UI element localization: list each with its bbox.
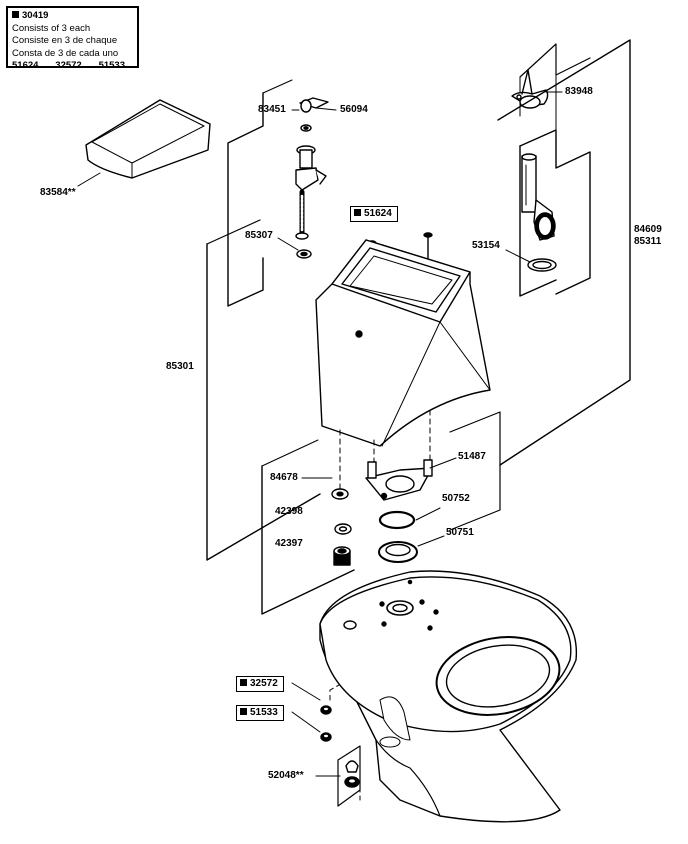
nut-32572: [320, 705, 332, 715]
label-51533: 51533: [236, 705, 284, 721]
flush-valve-part: [521, 153, 557, 272]
kit-line-es: Consta de 3 de cada uno: [12, 47, 119, 59]
label-85311: 85311: [634, 236, 662, 247]
gasket-50751: [378, 541, 418, 563]
label-84609: 84609: [634, 224, 662, 235]
flapper-part: [511, 69, 549, 109]
label-85301: 85301: [166, 361, 194, 372]
gasket-group-bracket: [261, 465, 355, 615]
label-42397: 42397: [275, 538, 303, 549]
kit-marker-icon: [240, 708, 247, 715]
toilet-bowl: [319, 570, 578, 823]
label-85307: 85307: [245, 230, 273, 241]
bolt-cap-part: [344, 760, 360, 788]
kit-marker-icon: [12, 11, 19, 18]
label-83948: 83948: [565, 86, 593, 97]
label-52048: 52048**: [268, 770, 304, 781]
label-50751: 50751: [446, 527, 474, 538]
label-83584: 83584**: [40, 187, 76, 198]
fill-valve-bracket: [227, 79, 293, 307]
nut-51533: [320, 732, 332, 742]
fill-valve-part: [295, 145, 327, 259]
label-84678: 84678: [270, 472, 298, 483]
nut-42397: [333, 546, 351, 566]
kit-part-1: 51624: [12, 60, 39, 71]
kit-marker-icon: [240, 679, 247, 686]
label-83451: 83451: [258, 104, 286, 115]
tank-assembly-bracket: [497, 39, 631, 466]
trip-lever-part: [299, 97, 329, 132]
label-42398: 42398: [275, 506, 303, 517]
bowl-assembly-bracket: [206, 219, 261, 245]
kit-number: 30419: [22, 10, 49, 21]
tank-body: [315, 239, 491, 447]
kit-part-2: 32572: [55, 60, 82, 71]
label-32572: 32572: [236, 676, 284, 692]
kit-line-fr: Consiste en 3 de chaque: [12, 35, 118, 46]
kit-contents-box: 30419 Consists of 3 each Consiste en 3 d…: [6, 6, 139, 71]
kit-marker-icon: [354, 209, 361, 216]
gasket-50752: [378, 510, 416, 530]
label-51487: 51487: [458, 451, 486, 462]
label-51624: 51624: [350, 206, 398, 222]
tank-bowl-plate: [365, 459, 433, 501]
kit-part-3: 51533: [98, 60, 125, 71]
kit-line-en: Consists of 3 each: [12, 22, 91, 34]
label-56094: 56094: [340, 104, 368, 115]
label-50752: 50752: [442, 493, 470, 504]
label-53154: 53154: [472, 240, 500, 251]
tank-lid: [77, 99, 211, 187]
bolt-cap-bracket: [337, 745, 361, 807]
